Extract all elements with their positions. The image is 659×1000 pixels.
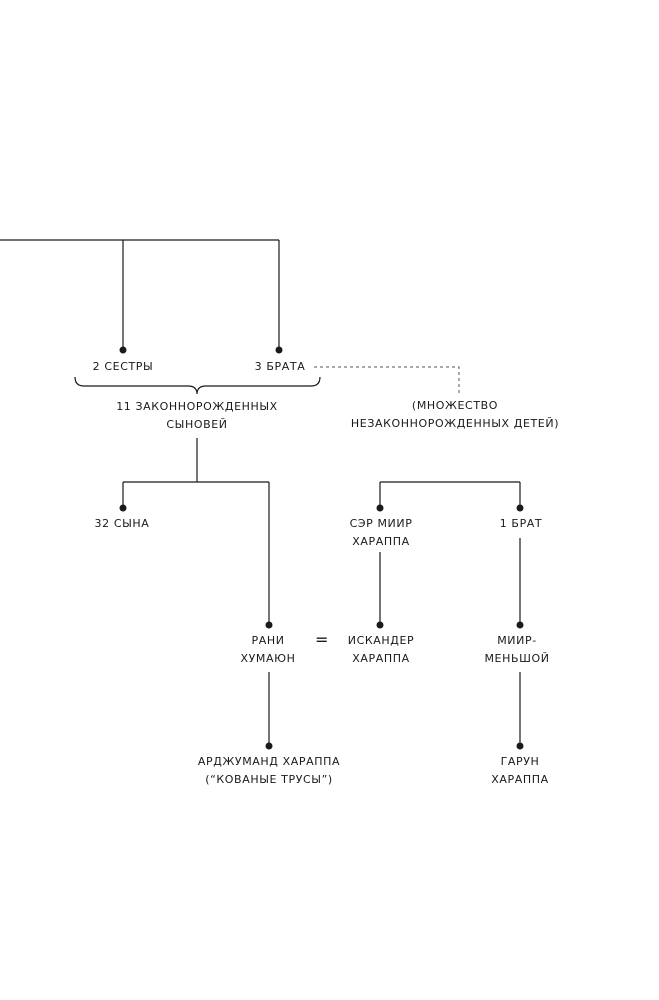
node-miir-junior: МИИР- МЕНЬШОЙ: [484, 634, 550, 665]
dot-32-sons: [119, 504, 127, 512]
dashed-link-illegit: [314, 366, 460, 393]
dot-arjumand: [265, 742, 273, 750]
node-sir-miir-harappa: СЭР МИИР ХАРАППА: [349, 517, 413, 548]
dot-sisters: [119, 346, 127, 354]
node-iskander-harappa: ИСКАНДЕР ХАРАППА: [347, 634, 415, 665]
node-sisters: 2 СЕСТРЫ: [92, 360, 154, 373]
node-illegit-children: (МНОЖЕСТВО НЕЗАКОННОРОЖДЕННЫХ ДЕТЕЙ): [350, 399, 560, 430]
dot-brother1: [516, 504, 524, 512]
sons-group-brace: [74, 376, 321, 395]
dot-rani: [265, 621, 273, 629]
dot-iskander: [376, 621, 384, 629]
node-haroun-harappa: ГАРУН ХАРАППА: [491, 755, 549, 786]
dot-brothers: [275, 346, 283, 354]
dot-haroun: [516, 742, 524, 750]
node-rani-humayun: РАНИ ХУМАЮН: [240, 634, 296, 665]
dot-miir-junior: [516, 621, 524, 629]
node-brother1: 1 БРАТ: [499, 517, 543, 530]
node-32-sons: 32 СЫНА: [94, 517, 150, 530]
marriage-sign: =: [314, 630, 330, 649]
node-brothers: 3 БРАТА: [254, 360, 306, 373]
dot-sir-miir: [376, 504, 384, 512]
node-legit-sons: 11 ЗАКОННОРОЖДЕННЫХ СЫНОВЕЙ: [116, 400, 278, 431]
node-arjumand-harappa: АРДЖУМАНД ХАРАППА (“КОВАНЫЕ ТРУСЫ”): [197, 755, 341, 786]
